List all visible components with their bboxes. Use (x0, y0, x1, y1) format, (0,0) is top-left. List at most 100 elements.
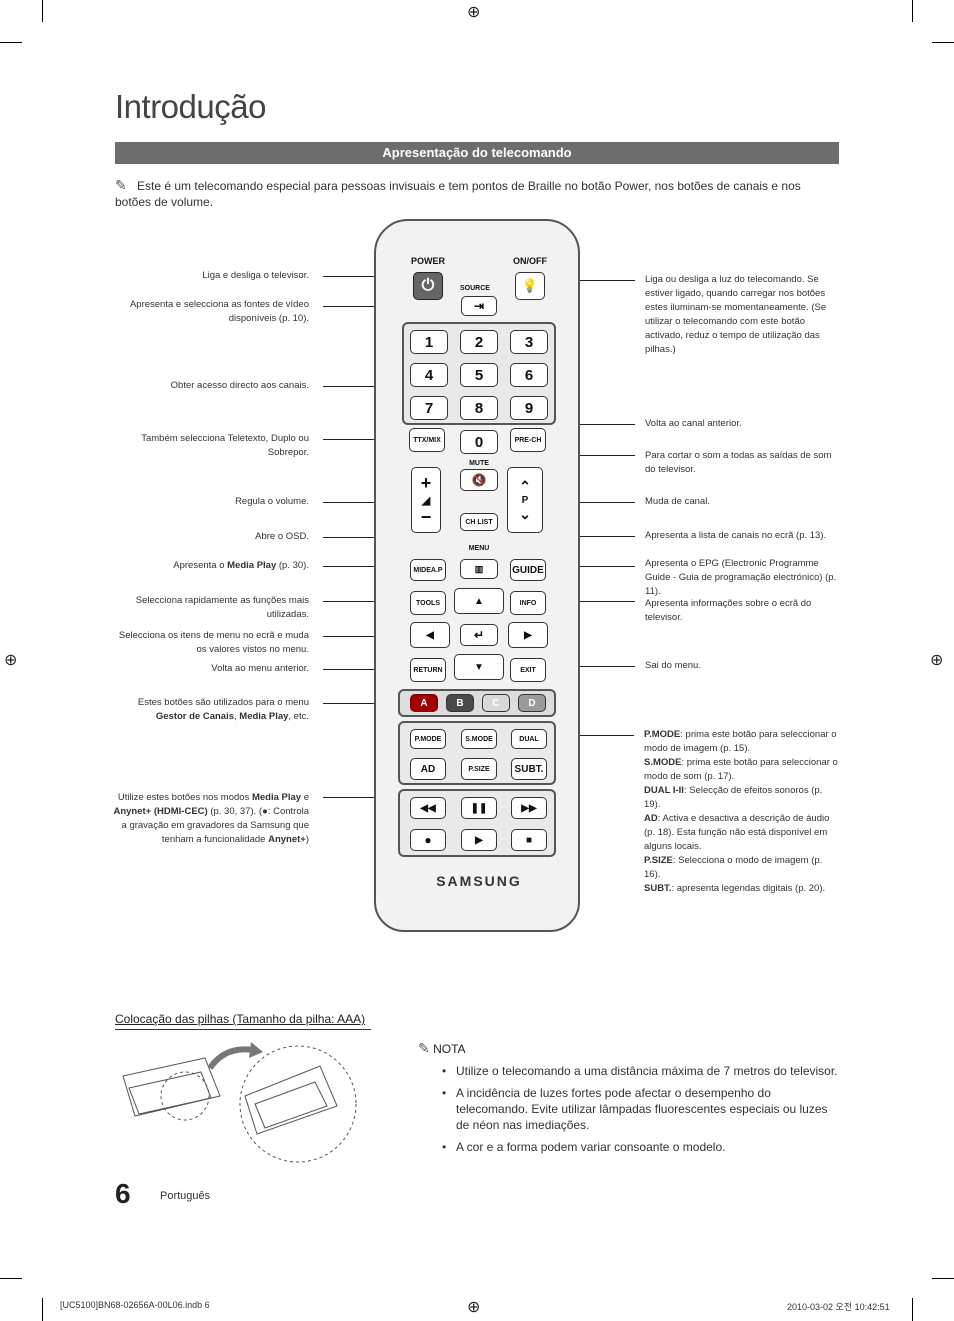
p-size-button[interactable]: P.SIZE (461, 758, 497, 780)
color-key-c[interactable]: C (482, 694, 510, 712)
registration-mark-icon: ⊕ (930, 652, 944, 669)
page-number: 6 (115, 1178, 131, 1209)
menu-label: MENU (468, 545, 490, 552)
nota-item: A incidência de luzes fortes pode afecta… (440, 1085, 840, 1133)
number-8-button[interactable]: 8 (460, 396, 498, 420)
mode-item: DUAL I-II: Selecção de efeitos sonoros (… (644, 785, 823, 810)
down-arrow-button[interactable]: ▼ (454, 654, 504, 680)
annotation-prech: Volta ao canal anterior. (645, 418, 742, 429)
source-label: SOURCE (460, 285, 490, 292)
rewind-icon: ◀◀ (420, 802, 436, 814)
page-title: Introdução (115, 88, 266, 125)
annotation-source: Apresenta e selecciona as fontes de víde… (129, 299, 309, 324)
number-2-button[interactable]: 2 (460, 330, 498, 354)
annotation-ttx: Também selecciona Teletexto, Duplo ou So… (141, 433, 309, 458)
mode-item: S.MODE: prima este botão para selecciona… (644, 757, 838, 782)
annotation-menu: Abre o OSD. (255, 531, 309, 542)
number-4-button[interactable]: 4 (410, 363, 448, 387)
triangle-left-icon: ◀ (426, 629, 434, 641)
number-5-button[interactable]: 5 (460, 363, 498, 387)
fast-forward-button[interactable]: ▶▶ (511, 797, 547, 819)
color-key-a[interactable]: A (410, 694, 438, 712)
menu-button[interactable]: ▥ (460, 559, 498, 579)
enter-button[interactable]: ↵ (460, 624, 498, 646)
source-button[interactable]: ⇥ (461, 296, 497, 316)
menu-icon: ▥ (474, 563, 484, 574)
record-button[interactable]: ● (410, 829, 446, 851)
ch-list-button[interactable]: CH LIST (460, 513, 498, 531)
color-key-d[interactable]: D (518, 694, 546, 712)
annotation-exit: Sai do menu. (645, 660, 701, 671)
mute-button[interactable]: 🔇 (460, 469, 498, 491)
number-1-button[interactable]: 1 (410, 330, 448, 354)
channel-rocker[interactable]: ⌃P⌄ (507, 467, 543, 533)
chevron-up-icon: ⌃ (519, 477, 531, 494)
annotation-channel: Muda de canal. (645, 496, 710, 507)
number-3-button[interactable]: 3 (510, 330, 548, 354)
exit-button[interactable]: EXIT (510, 658, 546, 682)
number-7-button[interactable]: 7 (410, 396, 448, 420)
mode-keys-group: P.MODE S.MODE DUAL AD P.SIZE SUBT. (398, 721, 556, 785)
number-6-button[interactable]: 6 (510, 363, 548, 387)
annotation-chlist: Apresenta a lista de canais no ecrã (p. … (645, 530, 827, 541)
footer-file: [UC5100]BN68-02656A-00L06.indb 6 (60, 1300, 210, 1310)
up-arrow-button[interactable]: ▲ (454, 588, 504, 614)
light-bulb-icon: 💡 (521, 278, 539, 293)
number-9-button[interactable]: 9 (510, 396, 548, 420)
triangle-down-icon: ▼ (474, 661, 484, 673)
plus-icon: + (420, 472, 432, 493)
annotation-guide: Apresenta o EPG (Electronic Programme Gu… (645, 558, 837, 597)
nota-label: NOTA (433, 1042, 466, 1056)
intro-note: ✎Este é um telecomando especial para pes… (115, 177, 839, 210)
annotation-return: Volta ao menu anterior. (211, 663, 309, 674)
number-pad: 1 2 3 4 5 6 7 8 9 (402, 322, 556, 425)
rewind-button[interactable]: ◀◀ (410, 797, 446, 819)
minus-icon: − (420, 506, 432, 527)
pre-ch-button[interactable]: PRE-CH (510, 428, 546, 452)
tools-button[interactable]: TOOLS (410, 591, 446, 615)
intro-note-text: Este é um telecomando especial para pess… (115, 179, 801, 209)
stop-icon: ■ (525, 834, 533, 846)
chevron-down-icon: ⌄ (519, 505, 531, 522)
guide-button[interactable]: GUIDE (510, 559, 546, 581)
pause-button[interactable]: ❚❚ (461, 797, 497, 819)
right-arrow-button[interactable]: ▶ (508, 622, 548, 648)
dual-button[interactable]: DUAL (511, 729, 547, 749)
onoff-label: ON/OFF (513, 256, 547, 266)
remote-control: POWER ⏻ ON/OFF 💡 SOURCE ⇥ 1 2 3 4 5 6 7 … (374, 219, 580, 932)
nota-heading: ✎ NOTA (418, 1040, 466, 1057)
p-mode-button[interactable]: P.MODE (410, 729, 446, 749)
volume-rocker[interactable]: +◢− (411, 467, 441, 533)
annotation-playback: Utilize estes botões nos modos Media Pla… (113, 792, 309, 845)
nota-list: Utilize o telecomando a uma distância má… (440, 1063, 840, 1161)
return-button[interactable]: RETURN (410, 658, 446, 682)
triangle-up-icon: ▲ (474, 595, 484, 607)
ttx-mix-button[interactable]: TTX/MIX (409, 428, 445, 452)
registration-mark-icon: ⊕ (467, 4, 481, 21)
battery-installation-illustration (122, 1042, 357, 1163)
channel-label: P (521, 494, 529, 506)
ad-button[interactable]: AD (410, 758, 446, 780)
s-mode-button[interactable]: S.MODE (461, 729, 497, 749)
annotation-power: Liga e desliga o televisor. (202, 270, 309, 281)
onoff-light-button[interactable]: 💡 (515, 272, 545, 300)
number-0-button[interactable]: 0 (460, 430, 498, 454)
annotation-tools: Selecciona rapidamente as funções mais u… (135, 595, 309, 620)
color-key-b[interactable]: B (446, 694, 474, 712)
mode-item: SUBT.: apresenta legendas digitais (p. 2… (644, 883, 826, 894)
info-button[interactable]: INFO (510, 591, 546, 615)
play-button[interactable]: ▶ (461, 829, 497, 851)
enter-icon: ↵ (473, 628, 485, 642)
section-bar: Apresentação do telecomando (115, 142, 839, 164)
left-arrow-button[interactable]: ◀ (410, 622, 450, 648)
stop-button[interactable]: ■ (511, 829, 547, 851)
record-icon: ● (424, 833, 432, 847)
power-button[interactable]: ⏻ (413, 272, 443, 300)
annotation-color-keys: Estes botões são utilizados para o menu … (137, 697, 309, 722)
annotation-modes: P.MODE: prima este botão para selecciona… (644, 728, 840, 896)
media-play-button[interactable]: MIDEA.P (410, 559, 446, 581)
annotation-numbers: Obter acesso directo aos canais. (170, 380, 309, 391)
mode-item: P.MODE: prima este botão para selecciona… (644, 729, 837, 754)
subt-button[interactable]: SUBT. (511, 758, 547, 780)
speaker-mute-icon: 🔇 (471, 473, 487, 487)
